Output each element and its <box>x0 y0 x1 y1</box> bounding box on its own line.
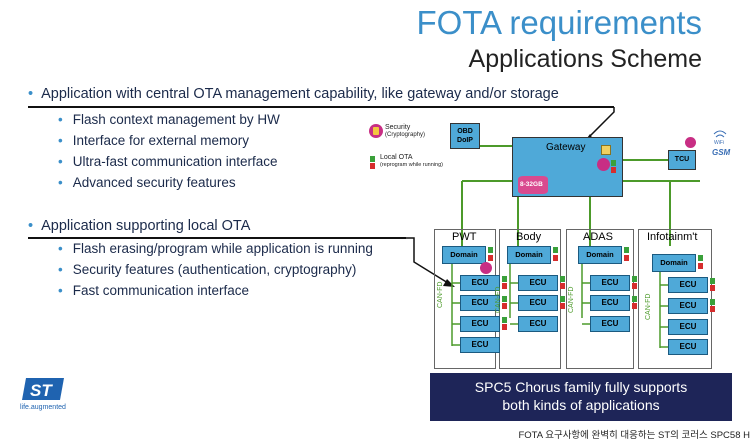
gsm-label: GSM <box>712 148 731 157</box>
legend-local-ota-sub: (reprogram while running) <box>380 162 443 168</box>
tcu-security-icon <box>685 137 696 148</box>
can-fd-label: CAN-FD <box>437 281 444 308</box>
logo-tagline: life.augmented <box>20 404 66 411</box>
ecu-box: ECU <box>668 298 708 314</box>
legend-security-label: Security <box>385 124 411 131</box>
chip-icon <box>601 145 611 155</box>
legend-red-square <box>370 163 375 169</box>
heading-underline <box>28 106 614 108</box>
tcu-box: TCU <box>668 150 696 170</box>
legend-security-sub: (Cryptography) <box>385 132 426 138</box>
wifi-label: WiFi <box>714 140 724 146</box>
ecu-box: ECU <box>460 295 500 311</box>
list-item: •Flash context management by HW <box>58 112 280 127</box>
list-item: •Security features (authentication, cryp… <box>58 262 357 277</box>
domain-controller: Domain <box>578 246 622 264</box>
ecu-box: ECU <box>590 295 630 311</box>
arrow-to-pwt-ecu <box>406 237 449 284</box>
svg-text:ST: ST <box>30 381 53 400</box>
heading-underline <box>28 237 406 239</box>
section-heading-central-ota: •Application with central OTA management… <box>28 86 559 102</box>
can-fd-label: CAN-FD <box>495 286 502 313</box>
st-logo-icon: ST <box>22 378 64 400</box>
domain-controller: Domain <box>442 246 486 264</box>
ecu-box: ECU <box>460 337 500 353</box>
ecu-box: ECU <box>668 319 708 335</box>
list-item: •Interface for external memory <box>58 133 250 148</box>
ecu-box: ECU <box>590 316 630 332</box>
can-fd-label: CAN-FD <box>645 293 652 320</box>
domain-controller: Domain <box>652 254 696 272</box>
footer-caption: FOTA 요구사항에 완벽히 대응하는 ST의 코러스 SPC58 H <box>518 430 750 441</box>
storage-label: 8-32GB <box>520 181 543 188</box>
lock-icon <box>373 127 379 135</box>
banner-line-2: both kinds of applications <box>502 397 660 413</box>
bullet-dot-icon: • <box>28 218 34 234</box>
domain-title-infotainment: Infotainm't <box>647 231 698 243</box>
legend-green-square <box>370 156 375 162</box>
list-item: •Advanced security features <box>58 175 236 190</box>
can-fd-label: CAN-FD <box>568 286 575 313</box>
ecu-box: ECU <box>460 275 500 291</box>
ecu-security-icon <box>480 262 492 274</box>
bullet-dot-icon: • <box>28 86 34 102</box>
ecu-box: ECU <box>518 316 558 332</box>
ecu-box: ECU <box>668 339 708 355</box>
arrow-to-gateway <box>585 107 615 141</box>
ecu-box: ECU <box>668 277 708 293</box>
list-item: •Fast communication interface <box>58 283 250 298</box>
ecu-box: ECU <box>518 275 558 291</box>
legend-local-ota-label: Local OTA <box>380 154 413 161</box>
slide-subtitle: Applications Scheme <box>468 45 702 73</box>
slide-title: FOTA requirements <box>416 4 702 41</box>
section-heading-local-ota: •Application supporting local OTA <box>28 218 251 234</box>
banner-line-1: SPC5 Chorus family fully supports <box>474 379 688 395</box>
list-item: •Ultra-fast communication interface <box>58 154 278 169</box>
list-item: •Flash erasing/program while application… <box>58 241 373 256</box>
storage-icon <box>518 176 548 194</box>
gateway-label: Gateway <box>546 142 586 153</box>
obd-doip-box: OBD DoIP <box>450 123 480 149</box>
security-icon <box>597 158 610 171</box>
domain-controller: Domain <box>507 246 551 264</box>
summary-banner: SPC5 Chorus family fully supports both k… <box>430 373 732 421</box>
ecu-box: ECU <box>590 275 630 291</box>
domain-title-adas: ADAS <box>583 231 613 243</box>
domain-title-pwt: PWT <box>452 231 477 243</box>
ecu-box: ECU <box>460 316 500 332</box>
ecu-box: ECU <box>518 295 558 311</box>
domain-title-body: Body <box>516 231 542 243</box>
